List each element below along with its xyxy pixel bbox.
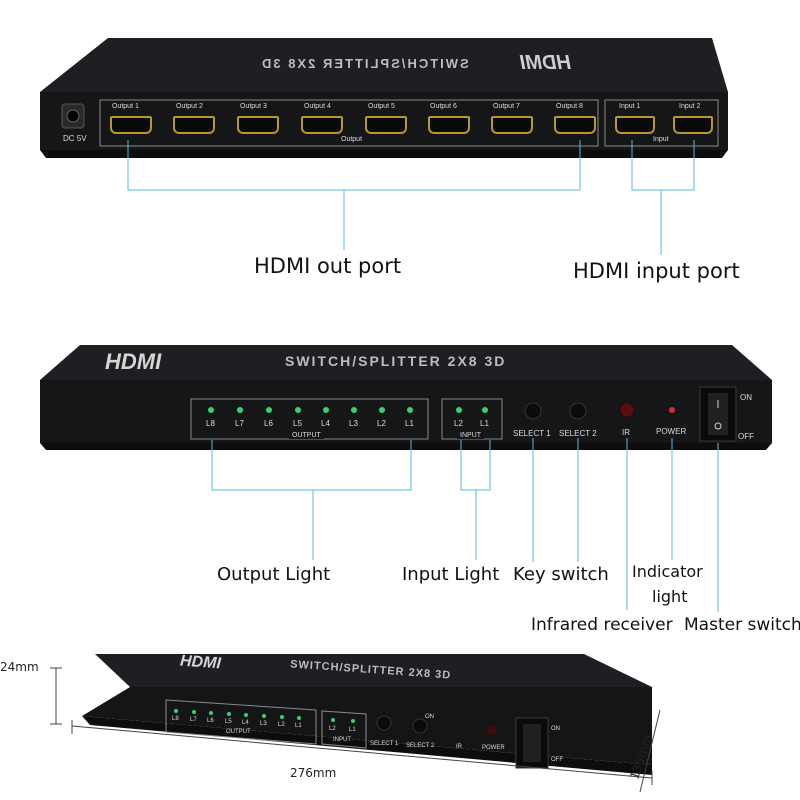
bottom-output-led-label: L5 xyxy=(225,719,232,725)
bottom-off-label: OFF xyxy=(551,757,563,763)
callout-key-switch: Key switch xyxy=(513,564,609,585)
front-model-text: SWITCH/SPLITTER 2X8 3D xyxy=(285,353,507,369)
bottom-output-led-label: L3 xyxy=(260,721,267,727)
hdmi-output-port-7 xyxy=(491,116,533,134)
front-callout-lines xyxy=(211,438,719,612)
output-led-group: L8 L7 L6 L5 L4 L3 L2 L1 OUTPUT xyxy=(191,399,428,439)
dc-label: DC 5V xyxy=(63,134,87,143)
input-port-label: Input 1 xyxy=(619,103,641,110)
bottom-input-led-label: L1 xyxy=(349,727,356,733)
output-port-label: Output 7 xyxy=(493,103,520,110)
dimension-view: HDMI SWITCH/SPLITTER 2X8 3D L8 L7 L6 L5 … xyxy=(0,640,800,800)
bottom-output-group-label: OUTPUT xyxy=(226,729,251,735)
bottom-output-led-label: L8 xyxy=(172,716,179,722)
input-ports: Input 1 Input 2 Input xyxy=(605,100,718,146)
hdmi-output-port-3 xyxy=(237,116,279,134)
bottom-on-label-2: ON xyxy=(551,726,560,732)
output-led-label: L3 xyxy=(349,419,358,428)
back-callout-lines xyxy=(127,140,695,255)
bottom-select-2-label: SELECT 2 xyxy=(406,743,435,749)
hdmi-output-port-2 xyxy=(173,116,215,134)
on-label: ON xyxy=(740,393,752,402)
output-port-label: Output 8 xyxy=(556,103,583,110)
output-led xyxy=(407,407,413,413)
input-port-label: Input 2 xyxy=(679,103,701,110)
callout-output-light: Output Light xyxy=(217,564,331,585)
hdmi-input-port-1 xyxy=(615,116,655,134)
input-led-label: L1 xyxy=(480,419,489,428)
callout-hdmi-out: HDMI out port xyxy=(254,254,402,278)
front-brand-logo: HDMI xyxy=(105,349,162,374)
output-group-label: OUTPUT xyxy=(289,432,324,439)
input-led xyxy=(456,407,462,413)
output-port-label: Output 3 xyxy=(240,103,267,110)
output-led-label: L6 xyxy=(264,419,273,428)
output-port-label: Output 1 xyxy=(112,103,139,110)
hdmi-output-port-1 xyxy=(110,116,152,134)
callout-input-light: Input Light xyxy=(402,564,500,585)
input-led xyxy=(482,407,488,413)
bottom-on-label: ON xyxy=(425,714,434,720)
output-ports: Output 1 Output 2 Output 3 Output 4 Outp… xyxy=(100,100,598,146)
output-led-label: L2 xyxy=(377,419,386,428)
output-led-label: L4 xyxy=(321,419,330,428)
output-port-label: Output 5 xyxy=(368,103,395,110)
output-port-label: Output 4 xyxy=(304,103,331,110)
output-led xyxy=(208,407,214,413)
select-1-label: SELECT 1 xyxy=(513,429,551,438)
bottom-brand-logo: HDMI xyxy=(179,652,222,673)
bottom-output-led-label: L7 xyxy=(190,717,197,723)
input-group-label: Input xyxy=(650,136,672,143)
output-led xyxy=(295,407,301,413)
hdmi-output-port-4 xyxy=(301,116,343,134)
select-2-label: SELECT 2 xyxy=(559,429,597,438)
output-led xyxy=(237,407,243,413)
callout-indicator: Indicator xyxy=(632,562,703,581)
bottom-output-led-label: L6 xyxy=(207,718,214,724)
callout-hdmi-in: HDMI input port xyxy=(573,259,740,283)
output-led xyxy=(323,407,329,413)
ir-label: IR xyxy=(622,428,630,437)
output-led-label: L8 xyxy=(206,419,215,428)
output-led xyxy=(379,407,385,413)
bottom-output-led-label: L4 xyxy=(242,720,249,726)
output-port-label: Output 2 xyxy=(176,103,203,110)
power-label: POWER xyxy=(656,427,687,436)
callout-infrared-receiver: Infrared receiver xyxy=(531,615,673,635)
hdmi-output-port-8 xyxy=(554,116,596,134)
bottom-ir-label: IR xyxy=(456,744,462,750)
bottom-power-label: POWER xyxy=(482,745,505,751)
dimension-width: 276mm xyxy=(290,766,337,780)
off-label: OFF xyxy=(738,432,754,441)
output-port-label: Output 6 xyxy=(430,103,457,110)
hdmi-input-port-2 xyxy=(673,116,713,134)
output-led-label: L1 xyxy=(405,419,414,428)
bottom-input-led-label: L2 xyxy=(329,726,336,732)
bottom-output-led-label: L1 xyxy=(295,723,302,729)
bottom-select-1-label: SELECT 1 xyxy=(370,741,399,747)
front-panel-view: HDMI SWITCH/SPLITTER 2X8 3D L8 L7 L6 L5 … xyxy=(0,300,800,640)
dimension-device xyxy=(50,654,661,793)
output-group-label: Output xyxy=(338,136,366,143)
output-led-label: L7 xyxy=(235,419,244,428)
bottom-input-group-label: INPUT xyxy=(333,737,351,743)
output-led xyxy=(351,407,357,413)
callout-master-switch: Master switch xyxy=(684,615,800,635)
input-group-label: INPUT xyxy=(457,432,484,439)
front-panel-device xyxy=(40,345,772,450)
hdmi-output-port-5 xyxy=(365,116,407,134)
output-led-label: L5 xyxy=(293,419,302,428)
input-led-label: L2 xyxy=(454,419,463,428)
callout-indicator-light: light xyxy=(652,587,688,606)
bottom-output-led-label: L2 xyxy=(278,722,285,728)
dimension-height: 24mm xyxy=(0,660,39,674)
output-led xyxy=(266,407,272,413)
input-led-group: L2 L1 INPUT xyxy=(442,399,502,439)
hdmi-output-port-6 xyxy=(428,116,470,134)
back-panel-view: HDMI SWITCH/SPLITTER 2X8 3D DC 5V Output… xyxy=(0,0,800,300)
